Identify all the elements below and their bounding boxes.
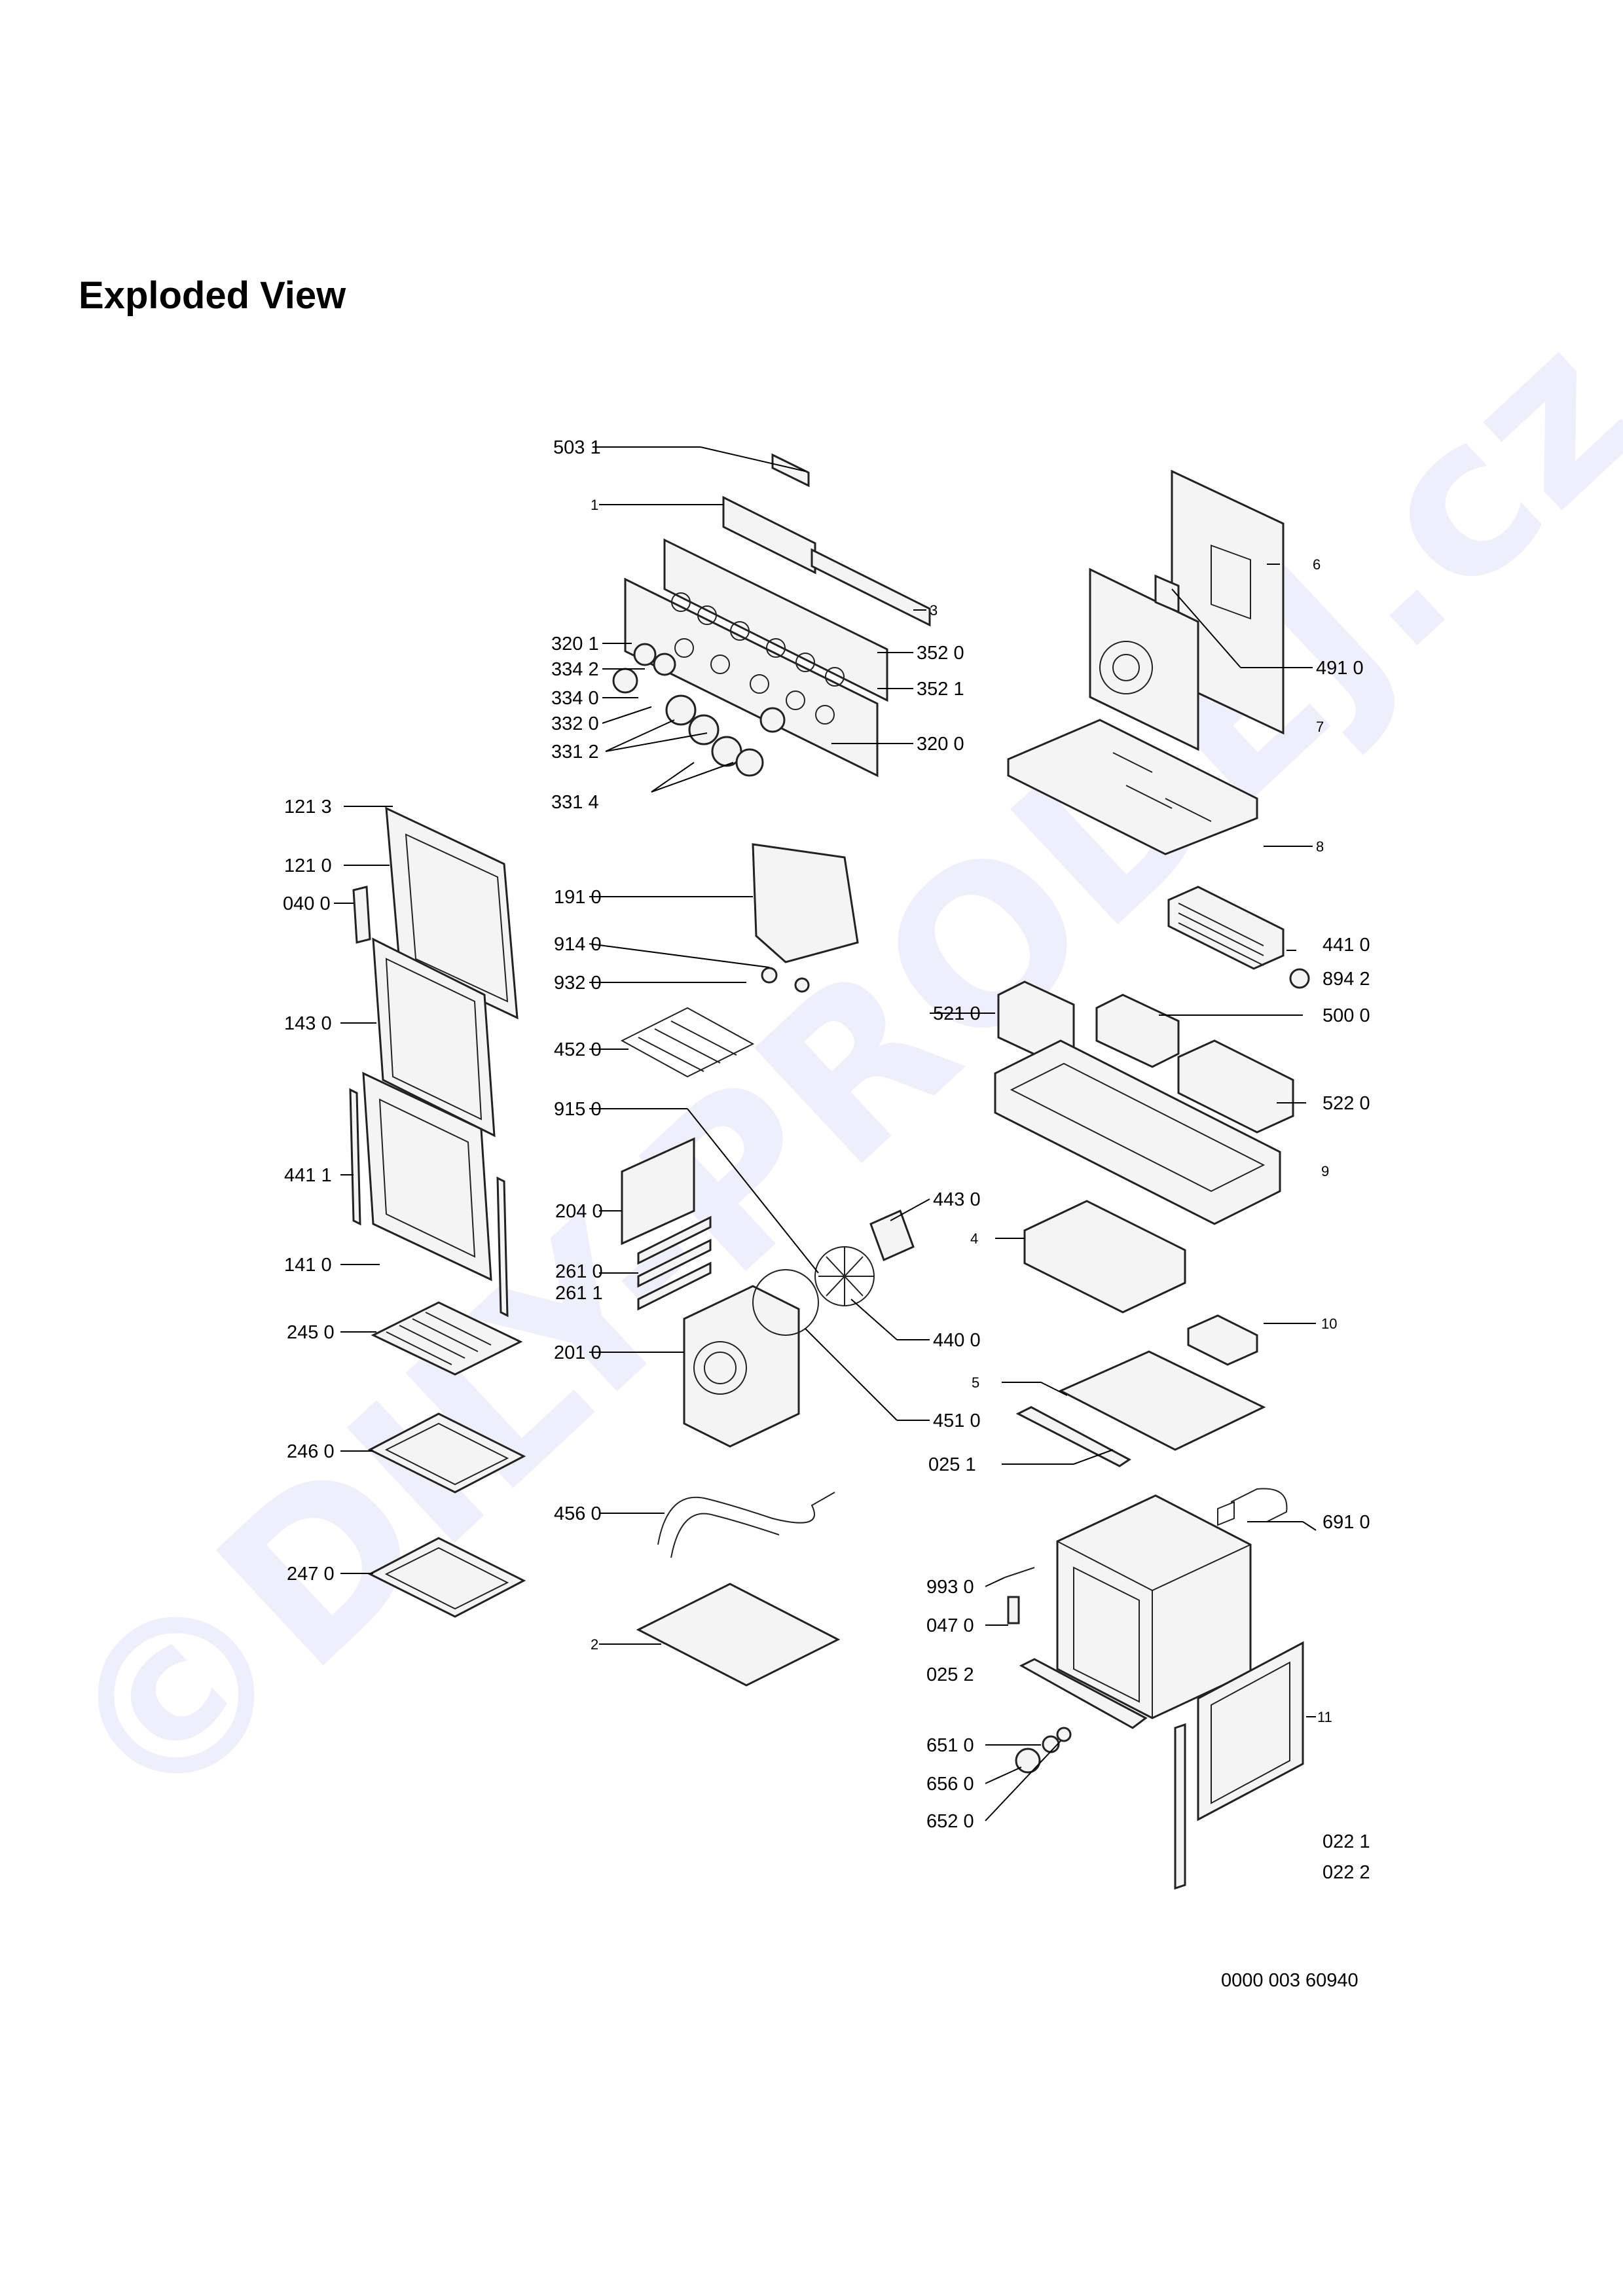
part-label: 9 (1321, 1163, 1329, 1179)
page-title: Exploded View (79, 274, 346, 317)
part-label: 245 0 (287, 1322, 335, 1343)
part-label: 491 0 (1316, 658, 1364, 679)
part-label: 191 0 (554, 887, 602, 908)
part-label: 261 0 (555, 1261, 603, 1282)
part-label: 6 (1313, 556, 1321, 573)
part-label: 261 1 (555, 1283, 603, 1304)
part-label: 4 (970, 1230, 978, 1247)
part-label: 022 2 (1322, 1862, 1370, 1883)
part-label: 201 0 (554, 1342, 602, 1363)
part-label: 352 0 (917, 643, 964, 664)
part-label: 452 0 (554, 1039, 602, 1060)
part-label: 932 0 (554, 973, 602, 994)
part-label: 204 0 (555, 1201, 603, 1222)
part-label: 440 0 (933, 1330, 981, 1351)
leader-lines (334, 446, 1317, 1821)
part-label: 521 0 (933, 1003, 981, 1024)
part-label: 247 0 (287, 1564, 335, 1585)
part-label: 047 0 (926, 1615, 974, 1636)
part-label: 022 1 (1322, 1831, 1370, 1852)
part-label: 7 (1316, 719, 1324, 735)
part-label: 1 (591, 497, 598, 513)
part-label: 914 0 (554, 934, 602, 955)
part-labels: 503 1 1 3 352 0 352 1 320 1 334 2 334 0 … (283, 437, 1370, 1883)
part-label: 656 0 (926, 1774, 974, 1795)
part-label: 246 0 (287, 1441, 335, 1462)
part-label: 121 0 (284, 855, 332, 876)
part-label: 915 0 (554, 1099, 602, 1120)
part-label: 334 0 (551, 688, 599, 709)
part-label: 652 0 (926, 1811, 974, 1832)
part-label: 894 2 (1322, 969, 1370, 990)
part-label: 500 0 (1322, 1005, 1370, 1026)
watermark: ©DILY-PRODEJ.cz (14, 285, 1623, 1863)
part-label: 441 1 (284, 1165, 332, 1186)
part-label: 331 4 (551, 792, 599, 813)
drawing-number: 0000 003 60940 (1221, 1970, 1359, 1991)
part-label: 993 0 (926, 1577, 974, 1598)
part-label: 352 1 (917, 679, 964, 700)
part-label: 332 0 (551, 713, 599, 734)
part-label: 025 2 (926, 1664, 974, 1685)
part-label: 522 0 (1322, 1093, 1370, 1114)
part-label: 2 (591, 1636, 598, 1653)
part-illustrations (349, 453, 1310, 1890)
part-label: 320 1 (551, 634, 599, 655)
part-label: 11 (1317, 1709, 1332, 1725)
part-label: 691 0 (1322, 1512, 1370, 1533)
part-label: 451 0 (933, 1410, 981, 1431)
part-label: 503 1 (553, 437, 601, 458)
part-label: 025 1 (928, 1454, 976, 1475)
part-label: 10 (1321, 1316, 1337, 1332)
part-label: 334 2 (551, 659, 599, 680)
part-label: 3 (930, 602, 938, 619)
part-label: 651 0 (926, 1735, 974, 1756)
part-label: 040 0 (283, 893, 331, 914)
part-label: 441 0 (1322, 935, 1370, 956)
part-label: 143 0 (284, 1013, 332, 1034)
part-label: 5 (972, 1374, 979, 1391)
part-label: 443 0 (933, 1189, 981, 1210)
part-label: 141 0 (284, 1255, 332, 1276)
part-label: 331 2 (551, 742, 599, 762)
part-label: 121 3 (284, 797, 332, 817)
part-label: 8 (1316, 838, 1324, 855)
part-label: 456 0 (554, 1503, 602, 1524)
part-label: 320 0 (917, 734, 964, 755)
